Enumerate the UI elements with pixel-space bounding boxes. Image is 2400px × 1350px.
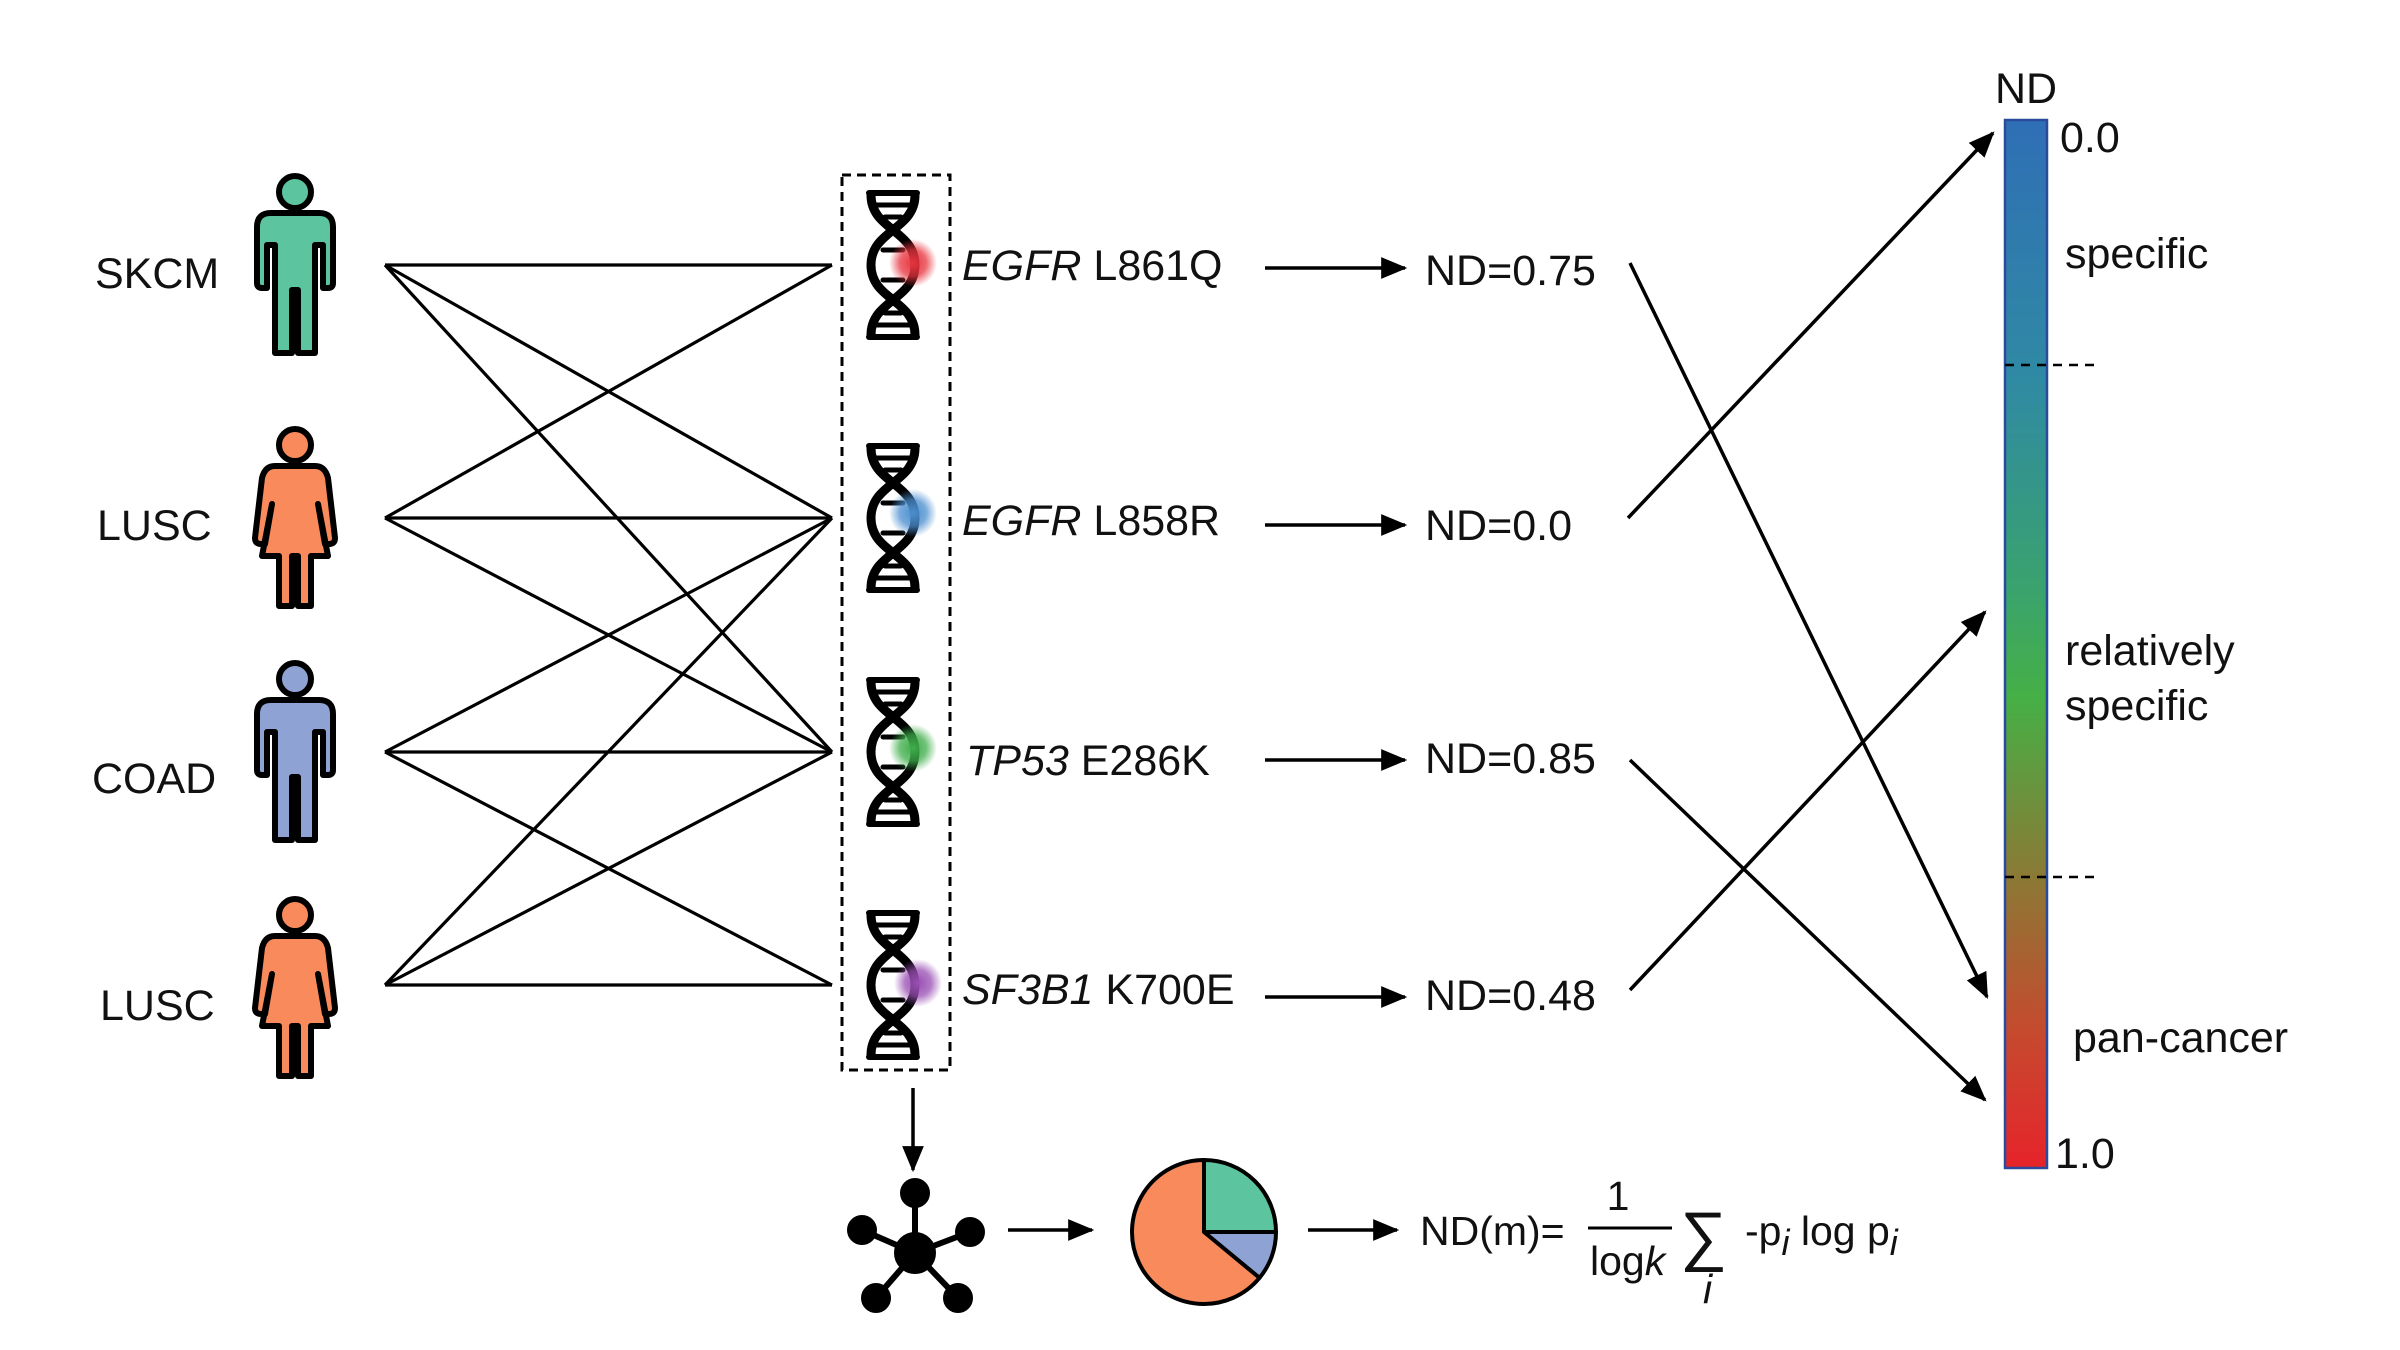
pie-slice-skcm [1202,1158,1278,1234]
patient-label-skcm: SKCM [95,250,219,298]
formula-sigma: ∑ [1680,1198,1727,1272]
colorbar-max-label: 1.0 [2055,1130,2115,1178]
mutation-dot-purple [894,959,942,1007]
patient-label-coad: COAD [92,755,216,803]
network-icon [847,1178,985,1313]
mutation-label-2: EGFR L858R [962,497,1220,545]
dna-icon [866,443,920,593]
patient-label-lusc-2: LUSC [100,982,215,1030]
formula-denominator: logk [1590,1238,1668,1284]
region-label-pan-cancer: pan-cancer [2073,1014,2288,1062]
colorbar-min-label: 0.0 [2060,114,2120,162]
mutation-dot-red [889,239,937,287]
pie-slice-lusc [1130,1158,1262,1306]
male-patient-icon [254,660,336,843]
nd-value-1: ND=0.75 [1425,247,1596,295]
formula-numerator: 1 [1607,1173,1630,1219]
mutation-dot-green [889,724,937,772]
colorbar-title: ND [1995,65,2057,113]
nd-value-2: ND=0.0 [1425,502,1572,550]
male-patient-icon [254,173,336,356]
arrow [1628,262,1989,999]
region-label-relatively-1: relatively [2065,627,2235,675]
region-label-relatively-2: specific [2065,682,2208,730]
nd-value-4: ND=0.48 [1425,972,1596,1020]
arrow [1626,131,1995,520]
mutation-label-1: EGFR L861Q [962,242,1223,290]
arrow [1628,610,1987,992]
nd-formula: ND(m)= 1 logk ∑ i -pi log pi [1420,1173,1899,1312]
mutation-box [840,173,952,1072]
mutation-dot-blue [889,489,937,537]
formula-sum-index: i [1703,1266,1714,1312]
arrow [1628,758,1987,1102]
tissue-distribution-pie [1130,1158,1278,1306]
patient-label-lusc-1: LUSC [97,502,212,550]
nd-colorbar [2003,118,2049,1170]
nd-value-3: ND=0.85 [1425,735,1596,783]
mutation-label-4: SF3B1 K700E [962,966,1235,1014]
female-patient-icon [252,896,338,1079]
mutation-label-3: TP53 E286K [966,737,1210,785]
formula-term: -pi log pi [1745,1208,1899,1263]
patient-mutation-links [383,263,834,987]
female-patient-icon [252,426,338,609]
formula-lhs: ND(m)= [1420,1208,1565,1254]
region-label-specific: specific [2065,230,2208,278]
